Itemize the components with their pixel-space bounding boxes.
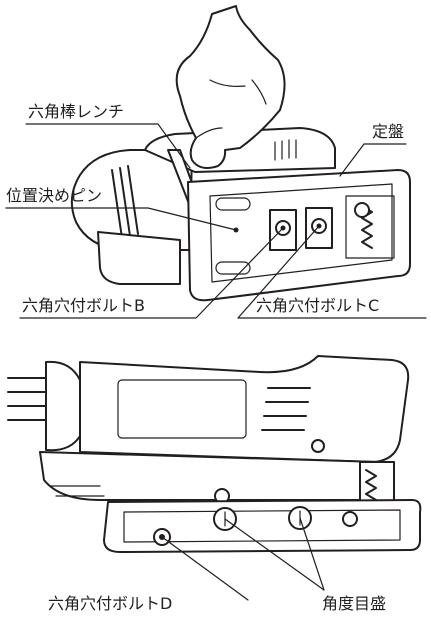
label-bolt-b: 六角穴付ボルトB (22, 296, 145, 315)
base-plate-inner (209, 183, 393, 283)
bottom-base-plate (103, 499, 422, 553)
front-louvers (261, 387, 311, 431)
screw-hole (311, 439, 325, 453)
label-angle-scale: 角度目盛 (322, 594, 387, 613)
label-bolt-c: 六角穴付ボルトC (256, 296, 380, 315)
top-illustration (70, 5, 411, 302)
body-panel (117, 379, 247, 439)
housing-ribs (111, 165, 139, 239)
label-base-plate: 定盤 (372, 122, 405, 141)
blade-roller (354, 202, 370, 218)
leader-angle-right (299, 517, 325, 591)
plate-slot-top (215, 197, 251, 211)
top-leader-lines (5, 123, 427, 319)
label-bolt-d: 六角穴付ボルトD (48, 594, 173, 613)
grip-strips (49, 485, 105, 497)
leader-bolt-c (237, 225, 427, 319)
leader-base-plate (339, 143, 407, 177)
label-hex-wrench: 六角棒レンチ (28, 102, 125, 121)
side-vent-ribs (7, 377, 47, 421)
leader-hex-wrench (25, 123, 191, 169)
leader-bolt-d (161, 536, 249, 601)
leader-positioning-pin (5, 207, 237, 231)
blade-teeth (361, 205, 373, 249)
clamp-knob (342, 511, 358, 527)
leader-bolt-b (19, 227, 284, 319)
main-body (79, 355, 410, 463)
bottom-illustration (7, 355, 422, 553)
label-positioning-pin: 位置決めピン (6, 186, 103, 205)
bottom-leader-lines (161, 517, 325, 601)
leader-angle-left (224, 518, 325, 591)
blade-window (345, 195, 395, 259)
hand-fingers (195, 79, 267, 139)
handle-vents (274, 139, 297, 161)
plate-slot-bottom (215, 261, 251, 275)
hand-drawing (175, 5, 286, 169)
front-grip (97, 231, 181, 285)
base-plate-shape (187, 169, 411, 302)
